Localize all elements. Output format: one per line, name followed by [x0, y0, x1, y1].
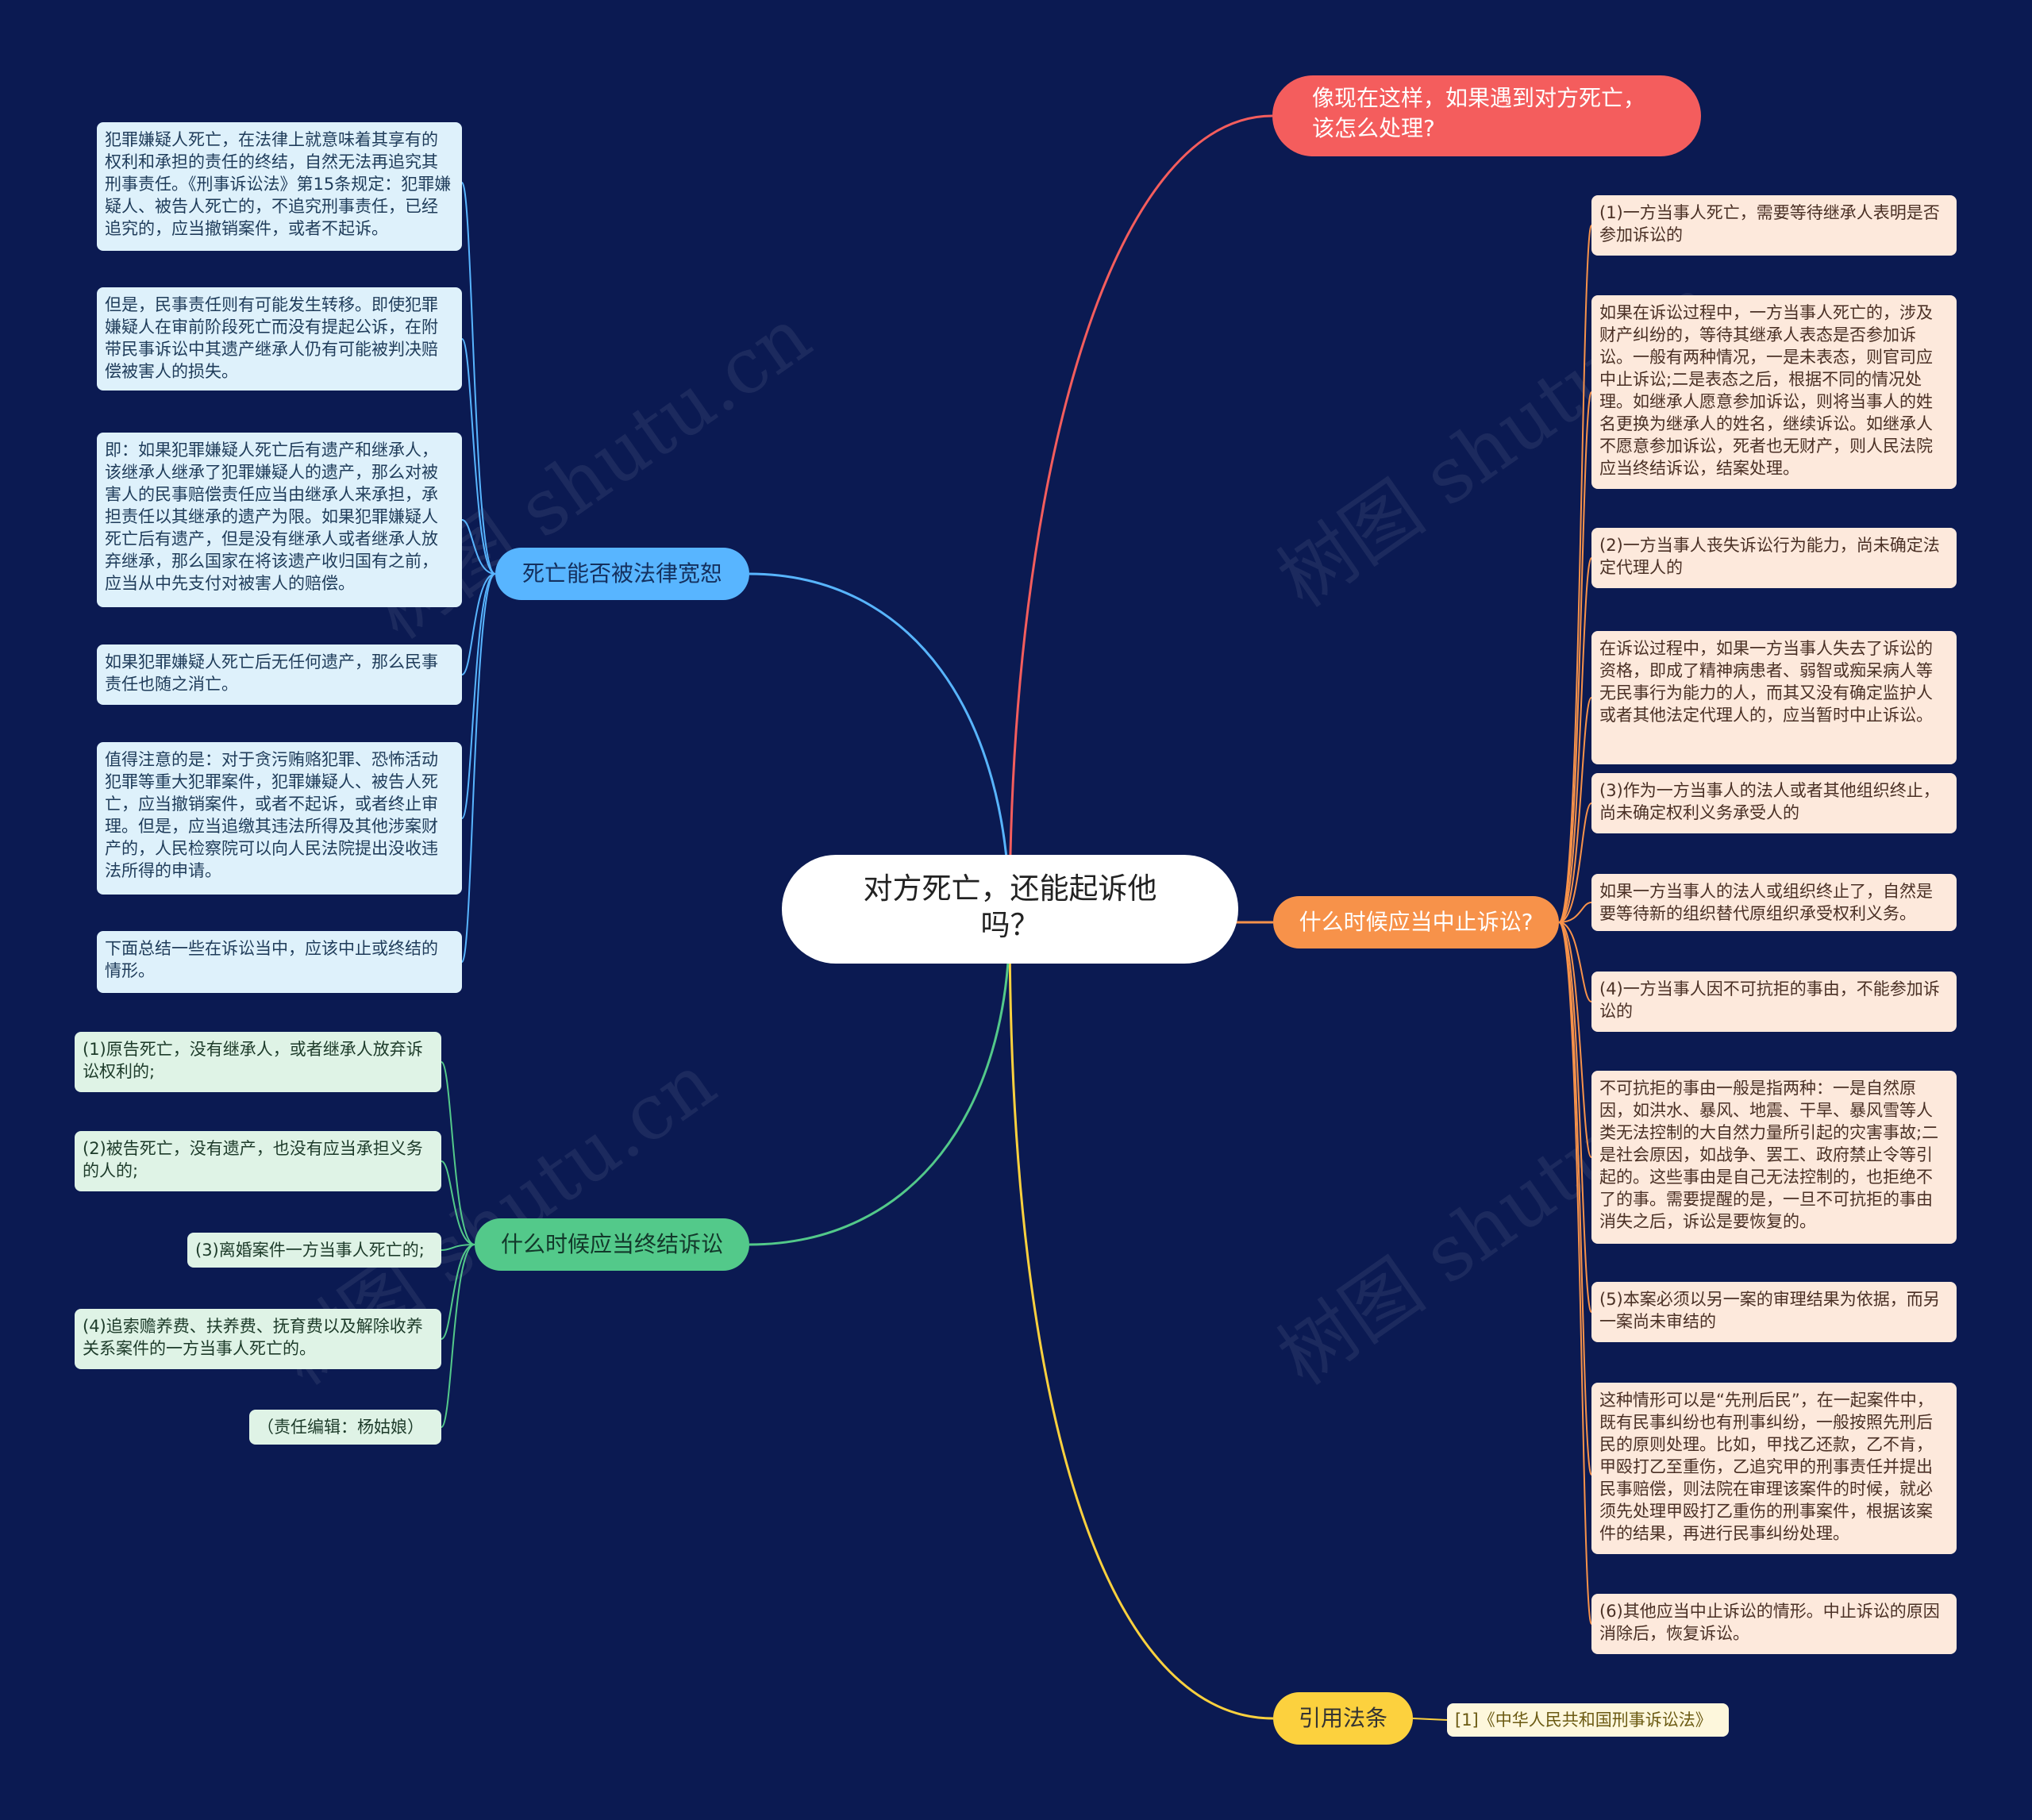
- branch-suspend-litigation[interactable]: 什么时候应当中止诉讼?: [1273, 896, 1559, 948]
- leaf-suspend-7[interactable]: (4)一方当事人因不可抗拒的事由，不能参加诉讼的: [1591, 972, 1957, 1032]
- leaf-suspend-5[interactable]: (3)作为一方当事人的法人或者其他组织终止，尚未确定权利义务承受人的: [1591, 773, 1957, 833]
- leaf-suspend-3[interactable]: (2)一方当事人丧失诉讼行为能力，尚未确定法定代理人的: [1591, 528, 1957, 588]
- leaf-law-citation[interactable]: [1]《中华人民共和国刑事诉讼法》: [1447, 1703, 1729, 1737]
- leaf-terminate-1[interactable]: (1)原告死亡，没有继承人，或者继承人放弃诉讼权利的;: [75, 1032, 441, 1092]
- branch-death-forgiven[interactable]: 死亡能否被法律宽恕: [495, 548, 749, 600]
- leaf-forgiven-5[interactable]: 值得注意的是：对于贪污贿赂犯罪、恐怖活动犯罪等重大犯罪案件，犯罪嫌疑人、被告人死…: [97, 742, 462, 895]
- link-mid-leaf-9: [1558, 922, 1592, 1313]
- link-l1-leaf-3: [461, 519, 496, 575]
- link-l1-leaf-1: [461, 182, 496, 575]
- link-l2-leaf-3: [441, 1244, 475, 1251]
- leaf-suspend-2[interactable]: 如果在诉讼过程中，一方当事人死亡的，涉及财产纠纷的，等待其继承人表态是否参加诉讼…: [1591, 295, 1957, 489]
- link-center-top: [1008, 114, 1273, 922]
- leaf-forgiven-6[interactable]: 下面总结一些在诉讼当中，应该中止或终结的情形。: [97, 931, 462, 993]
- leaf-forgiven-4[interactable]: 如果犯罪嫌疑人死亡后无任何遗产，那么民事责任也随之消亡。: [97, 645, 462, 705]
- link-mid-leaf-8: [1558, 922, 1592, 1158]
- link-l2-leaf-4: [441, 1244, 475, 1340]
- link-mid-leaf-10: [1558, 922, 1592, 1476]
- link-mid-leaf-2: [1558, 391, 1592, 923]
- link-l1-leaf-4: [461, 573, 496, 675]
- leaf-suspend-1[interactable]: (1)一方当事人死亡，需要等待继承人表明是否参加诉讼的: [1591, 195, 1957, 256]
- branch-terminate-litigation[interactable]: 什么时候应当终结诉讼: [475, 1218, 749, 1271]
- leaf-forgiven-3[interactable]: 即：如果犯罪嫌疑人死亡后有遗产和继承人，该继承人继承了犯罪嫌疑人的遗产，那么对被…: [97, 433, 462, 607]
- link-l2-leaf-1: [441, 1061, 475, 1245]
- leaf-editor-note[interactable]: （责任编辑：杨姑娘）: [249, 1410, 441, 1445]
- leaf-terminate-4[interactable]: (4)追索赡养费、扶养费、抚育费以及解除收养关系案件的一方当事人死亡的。: [75, 1309, 441, 1369]
- link-mid-leaf-1: [1558, 225, 1592, 923]
- link-mid-leaf-5: [1558, 802, 1592, 923]
- leaf-suspend-4[interactable]: 在诉讼过程中，如果一方当事人失去了诉讼的资格，即成了精神病患者、弱智或痴呆病人等…: [1591, 631, 1957, 764]
- leaf-suspend-10[interactable]: 这种情形可以是“先刑后民”，在一起案件中，既有民事纠纷也有刑事纠纷，一般按照先刑…: [1591, 1383, 1957, 1554]
- center-topic[interactable]: 对方死亡，还能起诉他吗？: [782, 855, 1238, 964]
- branch-cited-law[interactable]: 引用法条: [1273, 1692, 1413, 1745]
- link-mid-leaf-11: [1558, 922, 1592, 1625]
- leaf-suspend-8[interactable]: 不可抗拒的事由一般是指两种：一是自然原因，如洪水、暴风、地震、干旱、暴风雪等人类…: [1591, 1071, 1957, 1244]
- link-center-left1: [749, 572, 1011, 922]
- leaf-terminate-2[interactable]: (2)被告死亡，没有遗产，也没有应当承担义务的人的;: [75, 1131, 441, 1191]
- link-l1-leaf-5: [461, 573, 496, 819]
- link-mid-leaf-4: [1558, 697, 1592, 923]
- link-mid-leaf-3: [1558, 557, 1592, 923]
- link-mid-leaf-7: [1558, 922, 1592, 1002]
- leaf-forgiven-1[interactable]: 犯罪嫌疑人死亡，在法律上就意味着其享有的权利和承担的责任的终结，自然无法再追究其…: [97, 122, 462, 251]
- leaf-terminate-3[interactable]: (3)离婚案件一方当事人死亡的;: [187, 1233, 441, 1268]
- leaf-suspend-6[interactable]: 如果一方当事人的法人或组织终止了，自然是要等待新的组织替代原组织承受权利义务。: [1591, 874, 1957, 931]
- link-l1-leaf-6: [461, 573, 496, 963]
- link-center-left2: [749, 920, 1011, 1246]
- link-mid-leaf-6: [1558, 902, 1592, 923]
- leaf-suspend-9[interactable]: (5)本案必须以另一案的审理结果为依据，而另一案尚未审结的: [1591, 1282, 1957, 1342]
- link-l2-leaf-5: [441, 1244, 475, 1428]
- link-l1-leaf-2: [461, 338, 496, 575]
- link-center-bottom: [1008, 920, 1274, 1720]
- link-l2-leaf-2: [441, 1160, 475, 1245]
- branch-handling-death[interactable]: 像现在这样，如果遇到对方死亡，该怎么处理?: [1272, 75, 1701, 156]
- leaf-forgiven-2[interactable]: 但是，民事责任则有可能发生转移。即使犯罪嫌疑人在审前阶段死亡而没有提起公诉，在附…: [97, 287, 462, 391]
- leaf-suspend-11[interactable]: (6)其他应当中止诉讼的情形。中止诉讼的原因消除后，恢复诉讼。: [1591, 1594, 1957, 1654]
- link-bottom-leaf-1: [1412, 1718, 1448, 1721]
